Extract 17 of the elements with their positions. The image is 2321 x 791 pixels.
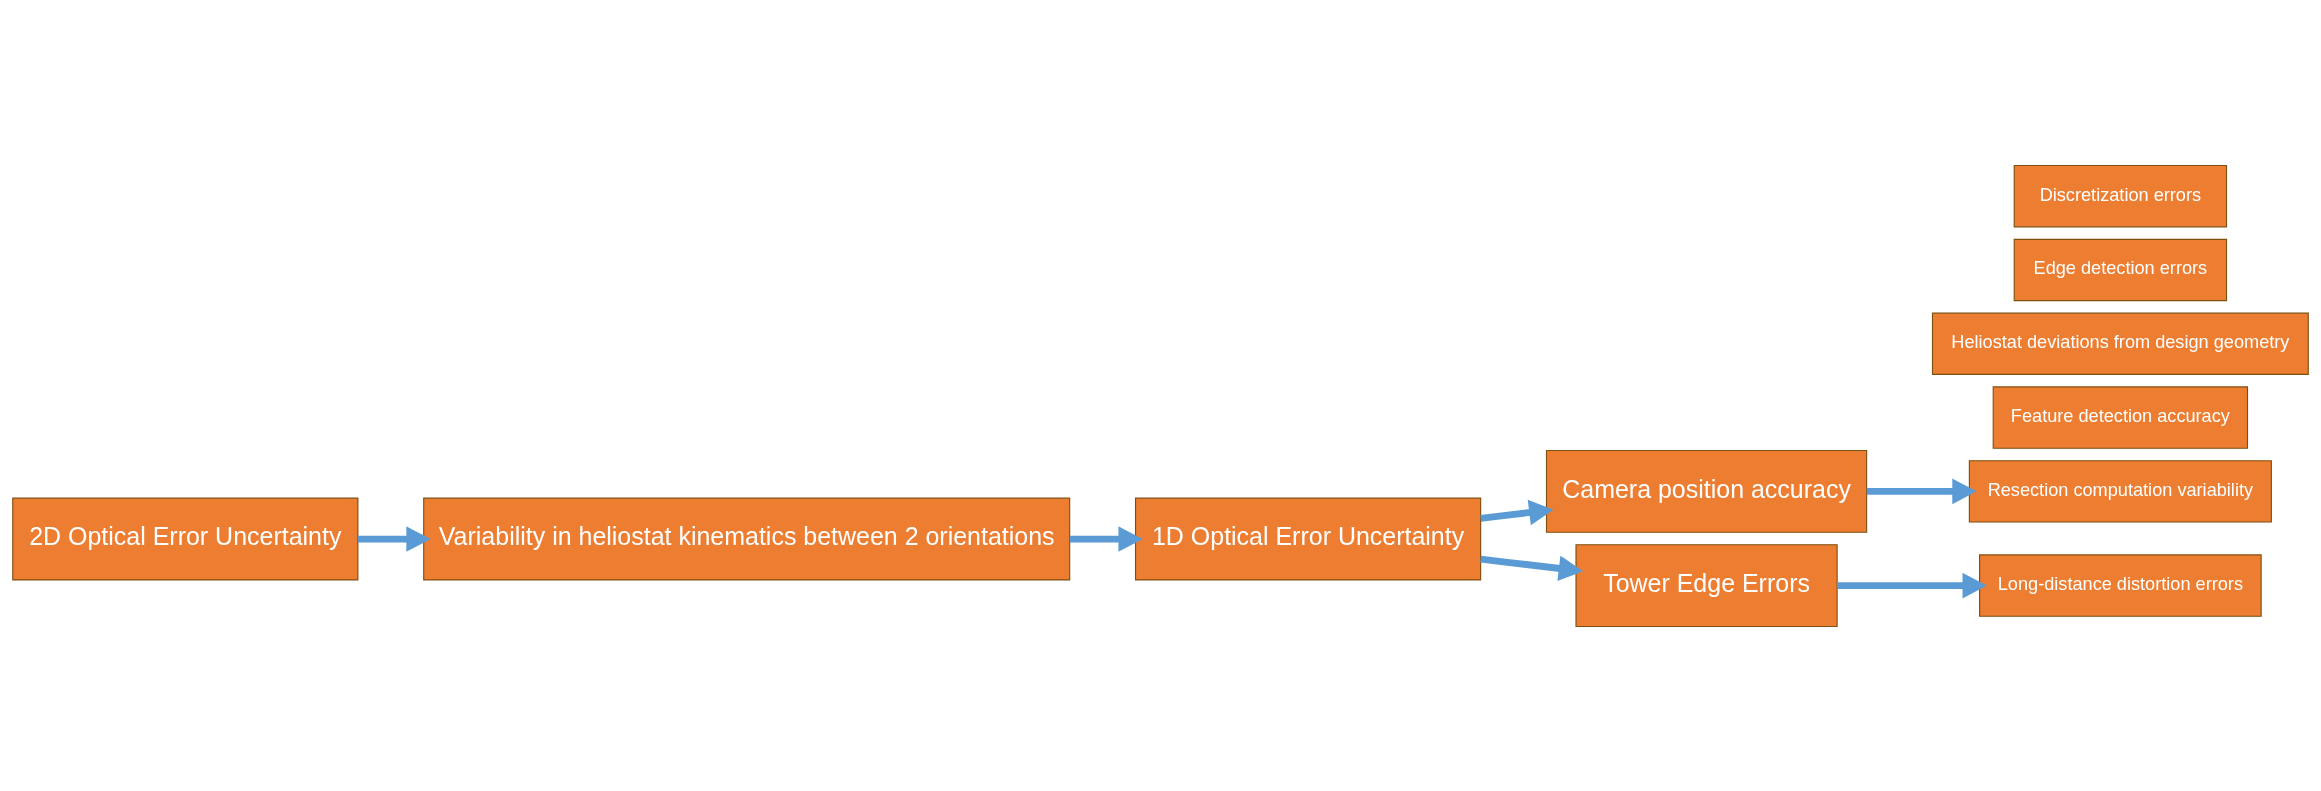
node-box: Discretization errors [2013,164,2228,227]
node-box: Tower Edge Errors [1575,543,1838,627]
node-box: Long-distance distortion errors [1979,553,2262,617]
arrow [1069,525,1143,552]
node-box: 1D Optical Error Uncertainty [1134,497,1482,580]
arrow [1480,499,1554,525]
node-box: 2D Optical Error Uncertainty [12,497,359,580]
arrow [1866,478,1977,504]
node-box: Edge detection errors [2013,238,2228,301]
arrow [1480,555,1584,581]
node-box: Feature detection accuracy [1992,385,2249,449]
node-box: Camera position accuracy [1545,449,1868,533]
arrow [1837,572,1987,598]
node-box: Resection computation variability [1968,459,2272,523]
node-box: Heliostat deviations from design geometry [1931,312,2309,375]
arrow [358,525,431,552]
node-box: Variability in heliostat kinematics between 2 orientations [423,497,1071,580]
